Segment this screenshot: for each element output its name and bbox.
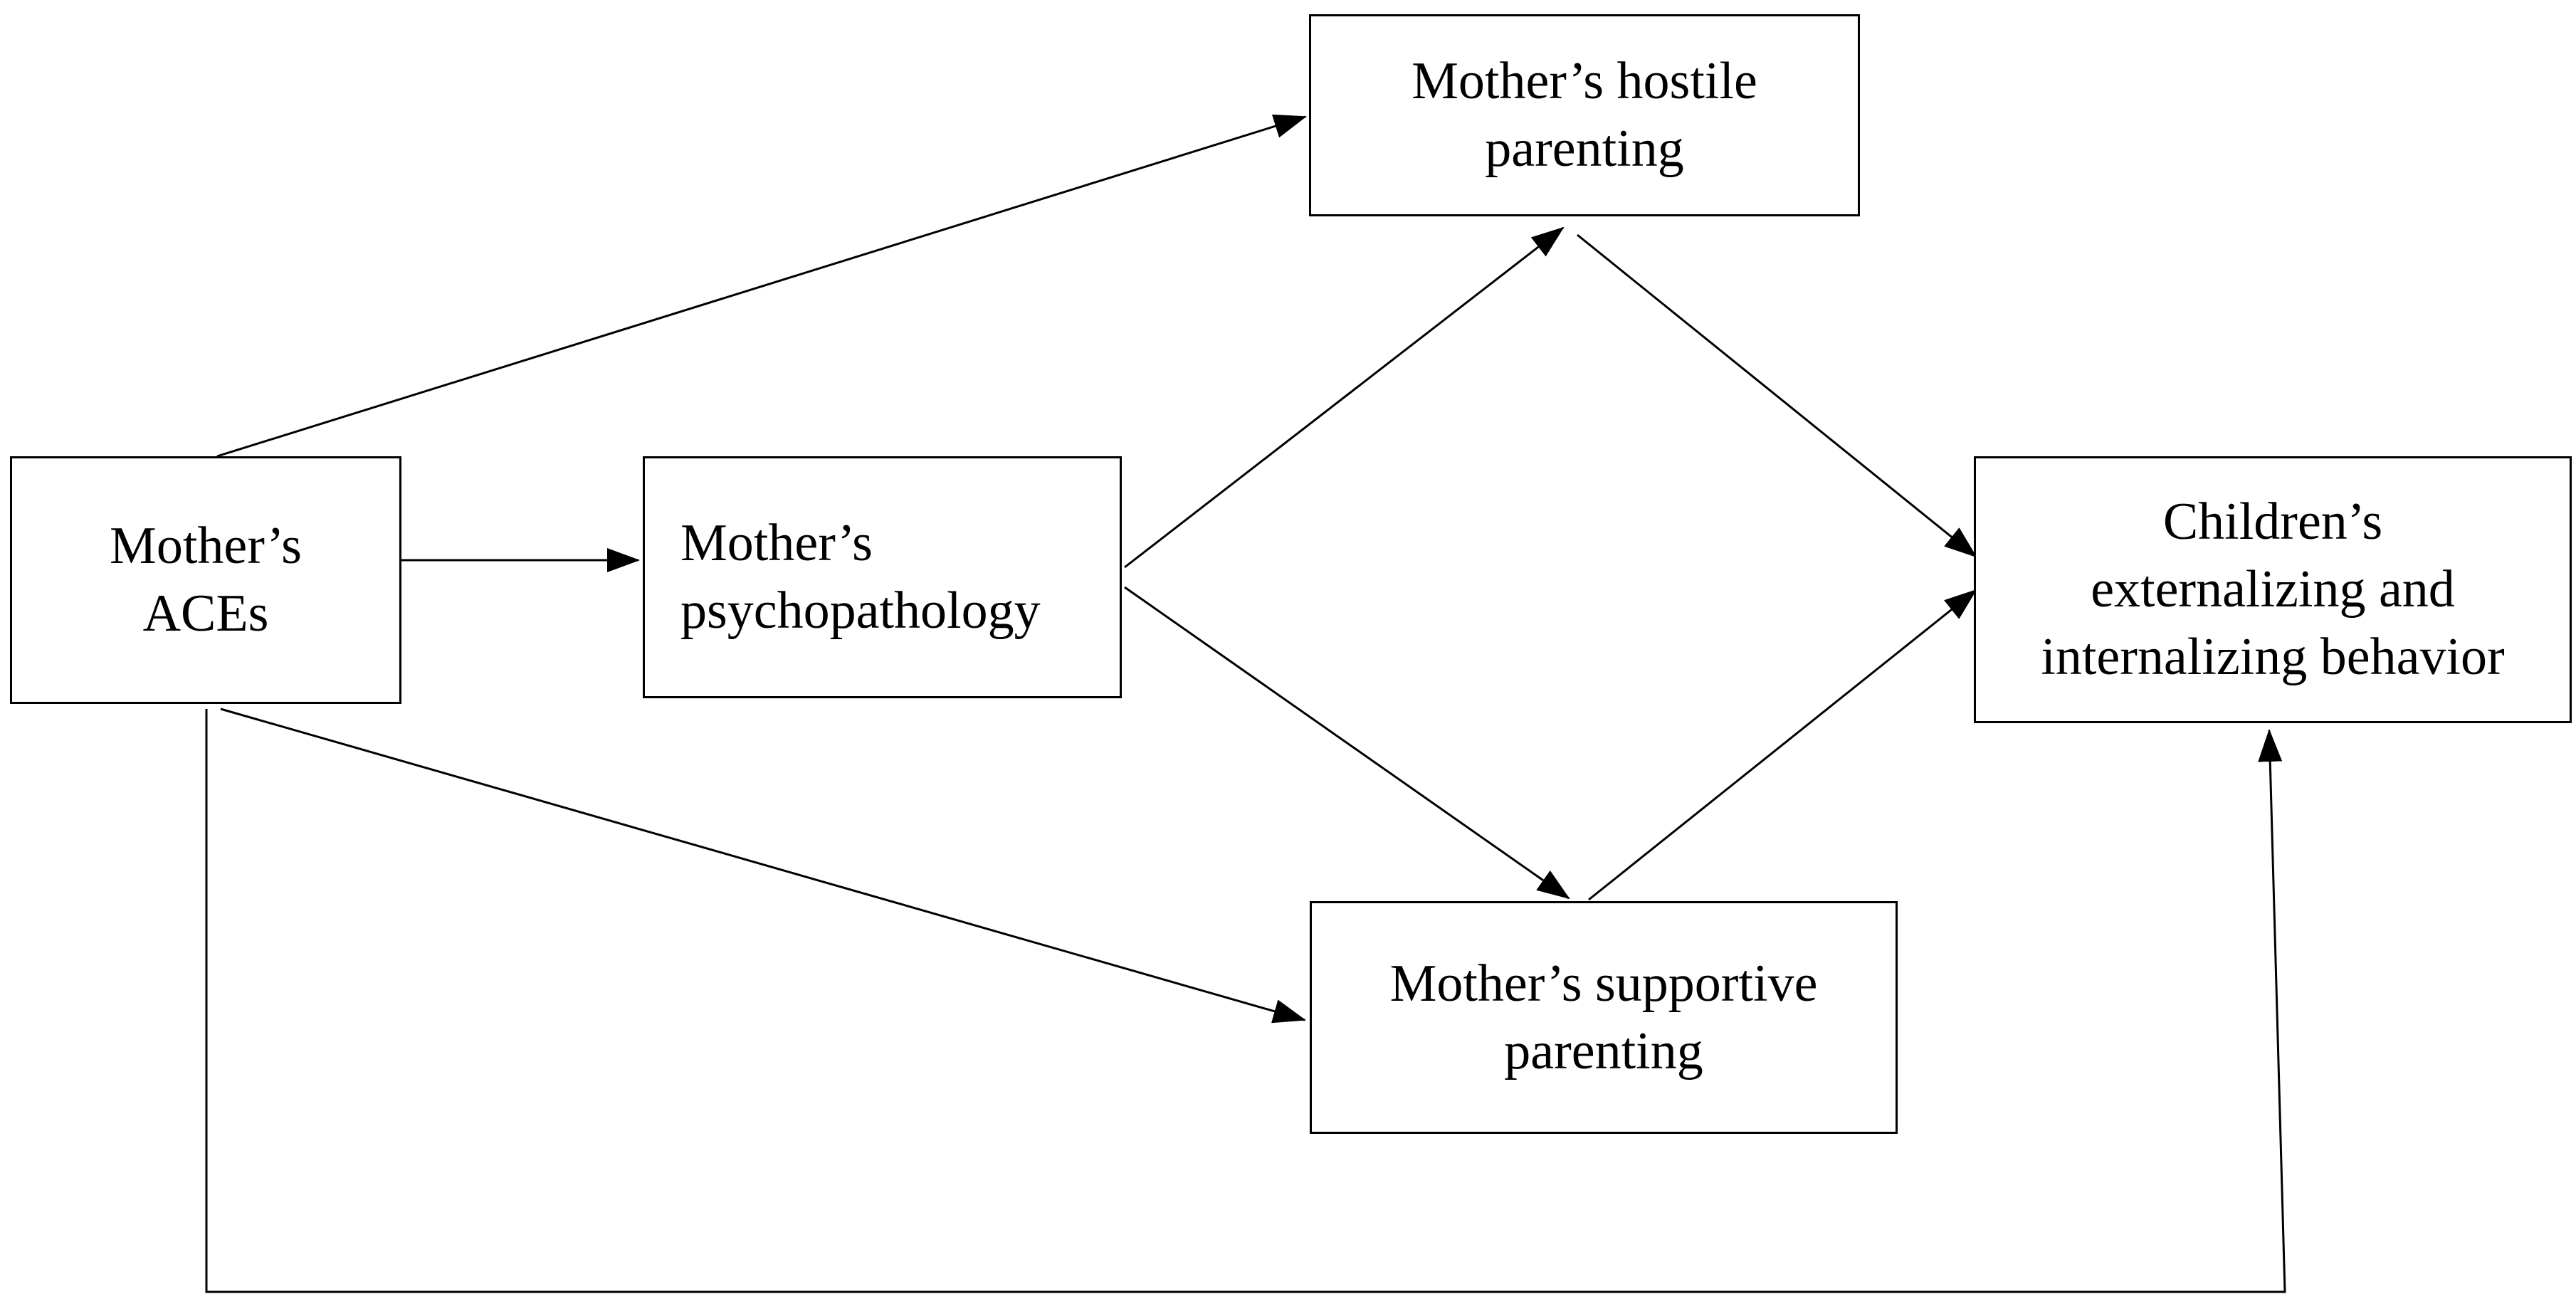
node-mothers-psychopathology: Mother’s psychopathology — [643, 456, 1122, 698]
node-mothers-hostile-parenting: Mother’s hostile parenting — [1309, 14, 1860, 216]
node-childrens-behavior-label: Children’s externalizing and internalizi… — [2041, 493, 2505, 686]
node-mothers-psychopathology-label: Mother’s psychopathology — [680, 514, 1041, 640]
edge-psychopathology-to-supportive-parenting — [1124, 586, 1570, 900]
edge-aces-to-supportive-parenting — [220, 708, 1306, 1024]
node-mothers-supportive-parenting: Mother’s supportive parenting — [1310, 901, 1898, 1134]
edge-aces-to-hostile-parenting — [216, 114, 1307, 458]
node-mothers-aces: Mother’s ACEs — [10, 456, 401, 704]
node-mothers-hostile-parenting-label: Mother’s hostile parenting — [1411, 52, 1757, 178]
edge-aces-to-children-behavior — [205, 709, 2286, 1293]
node-mothers-supportive-parenting-label: Mother’s supportive parenting — [1389, 954, 1818, 1080]
edge-supportive-parenting-to-children-behavior — [1588, 589, 1977, 901]
node-mothers-aces-label: Mother’s ACEs — [110, 517, 302, 643]
edge-hostile-parenting-to-children-behavior — [1577, 233, 1977, 558]
edge-psychopathology-to-hostile-parenting — [1124, 226, 1565, 569]
node-childrens-behavior: Children’s externalizing and internalizi… — [1974, 456, 2572, 723]
